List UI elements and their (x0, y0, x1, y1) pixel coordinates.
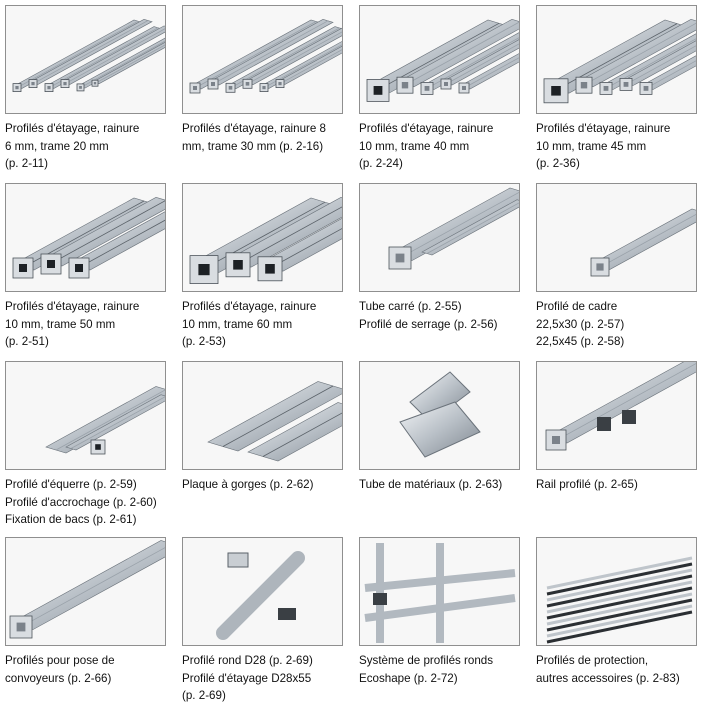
catalog-item-profiles-10mm-50[interactable]: Profilés d'étayage, rainure 10 mm, trame … (5, 183, 166, 351)
caption-line: Profilés d'étayage, rainure (359, 122, 494, 135)
profile-rail-icon[interactable] (536, 361, 697, 470)
caption-line: Fixation de bacs (p. 2-61) (5, 513, 137, 526)
catalog-item-material-tube[interactable]: Tube de matériaux (p. 2-63) (359, 361, 520, 494)
caption-line: Profilés d'étayage, rainure 8 (182, 122, 326, 135)
catalog-item-profiles-6mm[interactable]: Profilés d'étayage, rainure 6 mm, trame 2… (5, 5, 166, 173)
caption-line: Plaque à gorges (p. 2-62) (182, 478, 314, 491)
item-caption: Profilés de protection, autres accessoire… (536, 652, 697, 687)
round-profile-icon[interactable] (182, 537, 343, 646)
caption-line: Profilé rond D28 (p. 2-69) (182, 654, 313, 667)
catalog-item-profile-rail[interactable]: Rail profilé (p. 2-65) (536, 361, 697, 494)
item-caption: Profilés d'étayage, rainure 10 mm, trame … (536, 120, 697, 173)
profile-bundle-icon[interactable] (182, 183, 343, 292)
profile-bundle-icon[interactable] (359, 5, 520, 114)
caption-line: Profilé de cadre (536, 300, 618, 313)
caption-line: 10 mm, trame 45 mm (536, 139, 647, 153)
caption-line: Tube de matériaux (p. 2-63) (359, 478, 503, 491)
caption-line: 6 mm, trame 20 mm (5, 139, 109, 153)
profile-bundle-icon[interactable] (536, 5, 697, 114)
item-caption: Plaque à gorges (p. 2-62) (182, 476, 343, 494)
item-caption: Tube de matériaux (p. 2-63) (359, 476, 520, 494)
conveyor-profile-icon[interactable] (5, 537, 166, 646)
frame-profile-icon[interactable] (536, 183, 697, 292)
caption-line: Profilés de protection, (536, 654, 649, 667)
catalog-item-grooved-plate[interactable]: Plaque à gorges (p. 2-62) (182, 361, 343, 494)
caption-line: Profilé de serrage (p. 2-56) (359, 317, 498, 331)
material-tube-icon[interactable] (359, 361, 520, 470)
catalog-item-angle-profile[interactable]: Profilé d'équerre (p. 2-59) Profilé d'acc… (5, 361, 166, 529)
catalog-item-profiles-8mm[interactable]: Profilés d'étayage, rainure 8 mm, trame 3… (182, 5, 343, 155)
catalog-item-protection-profiles[interactable]: Profilés de protection, autres accessoire… (536, 537, 697, 687)
item-caption: Profilés d'étayage, rainure 10 mm, trame … (359, 120, 520, 173)
caption-line: (p. 2-36) (536, 157, 580, 170)
square-tube-icon[interactable] (359, 183, 520, 292)
caption-line: Tube carré (p. 2-55) (359, 300, 462, 313)
caption-line: (p. 2-24) (359, 157, 403, 170)
caption-line: Profilé d'équerre (p. 2-59) (5, 478, 137, 491)
item-caption: Rail profilé (p. 2-65) (536, 476, 697, 494)
caption-line: Profilés d'étayage, rainure (5, 300, 140, 313)
caption-line: 22,5x45 (p. 2-58) (536, 335, 625, 348)
caption-line: Ecoshape (p. 2-72) (359, 671, 458, 685)
item-caption: Tube carré (p. 2-55) Profilé de serrage (… (359, 298, 520, 333)
catalog-item-profiles-10mm-45[interactable]: Profilés d'étayage, rainure 10 mm, trame … (536, 5, 697, 173)
caption-line: convoyeurs (p. 2-66) (5, 671, 112, 685)
grooved-plate-icon[interactable] (182, 361, 343, 470)
item-caption: Profilés d'étayage, rainure 6 mm, trame 2… (5, 120, 166, 173)
catalog-item-conveyor-profiles[interactable]: Profilés pour pose de convoyeurs (p. 2-66… (5, 537, 166, 687)
item-caption: Profilés d'étayage, rainure 8 mm, trame 3… (182, 120, 343, 155)
item-caption: Profilés d'étayage, rainure 10 mm, trame … (5, 298, 166, 351)
caption-line: Profilés d'étayage, rainure (536, 122, 671, 135)
caption-line: (p. 2-51) (5, 335, 49, 348)
caption-line: (p. 2-11) (5, 157, 48, 170)
profile-bundle-icon[interactable] (5, 183, 166, 292)
catalog-item-profiles-10mm-60[interactable]: Profilés d'étayage, rainure 10 mm, trame … (182, 183, 343, 351)
ecoshape-frame-icon[interactable] (359, 537, 520, 646)
catalog-item-square-tube[interactable]: Tube carré (p. 2-55) Profilé de serrage (… (359, 183, 520, 333)
caption-line: autres accessoires (p. 2-83) (536, 671, 680, 685)
caption-line: 22,5x30 (p. 2-57) (536, 317, 625, 331)
protection-strips-icon[interactable] (536, 537, 697, 646)
caption-line: mm, trame 30 mm (p. 2-16) (182, 139, 324, 153)
caption-line: Rail profilé (p. 2-65) (536, 478, 638, 491)
caption-line: Profilés pour pose de (5, 654, 115, 667)
caption-line: 10 mm, trame 60 mm (182, 317, 293, 331)
profile-bundle-icon[interactable] (5, 5, 166, 114)
item-caption: Profilé rond D28 (p. 2-69) Profilé d'étay… (182, 652, 343, 705)
item-caption: Profilés pour pose de convoyeurs (p. 2-66… (5, 652, 166, 687)
item-caption: Profilés d'étayage, rainure 10 mm, trame … (182, 298, 343, 351)
caption-line: Profilé d'accrochage (p. 2-60) (5, 495, 157, 509)
item-caption: Profilé de cadre 22,5x30 (p. 2-57) 22,5x45… (536, 298, 697, 351)
angle-profile-icon[interactable] (5, 361, 166, 470)
profile-bundle-icon[interactable] (182, 5, 343, 114)
item-caption: Profilé d'équerre (p. 2-59) Profilé d'acc… (5, 476, 166, 529)
caption-line: 10 mm, trame 40 mm (359, 139, 470, 153)
caption-line: Profilé d'étayage D28x55 (182, 671, 312, 685)
caption-line: 10 mm, trame 50 mm (5, 317, 116, 331)
catalog-item-frame-profile[interactable]: Profilé de cadre 22,5x30 (p. 2-57) 22,5x45… (536, 183, 697, 351)
caption-line: Profilés d'étayage, rainure (5, 122, 140, 135)
caption-line: (p. 2-69) (182, 689, 226, 702)
caption-line: (p. 2-53) (182, 335, 226, 348)
catalog-item-profiles-10mm-40[interactable]: Profilés d'étayage, rainure 10 mm, trame … (359, 5, 520, 173)
caption-line: Système de profilés ronds (359, 654, 494, 667)
caption-line: Profilés d'étayage, rainure (182, 300, 317, 313)
catalog-item-round-profile-d28[interactable]: Profilé rond D28 (p. 2-69) Profilé d'étay… (182, 537, 343, 705)
